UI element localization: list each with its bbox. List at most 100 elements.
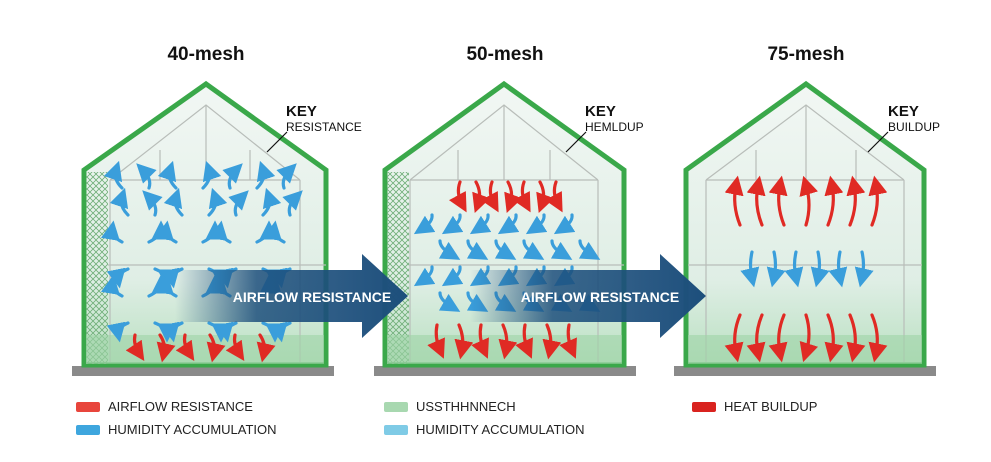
key-value: BUILDUP — [888, 120, 941, 134]
roof-trusses — [409, 104, 624, 362]
humidity-arrow — [103, 160, 124, 190]
heat-arrow — [156, 333, 176, 363]
airflow-arrow-label: AIRFLOW RESISTANCE — [233, 289, 391, 305]
legend-item-ussthhnnech: USSTHHNNECH — [384, 399, 516, 414]
key-value: RESISTANCE — [286, 120, 362, 134]
humidity-arrow — [441, 265, 464, 287]
key-label-panel-2: KEY HEMLDUP — [585, 103, 644, 134]
mesh-side-panel — [86, 172, 108, 364]
humidity-arrow — [413, 265, 436, 287]
humidity-arrow — [413, 213, 436, 235]
humidity-arrow — [163, 187, 184, 217]
heat-arrow — [824, 175, 844, 227]
heat-arrow — [498, 323, 518, 360]
heat-arrow — [125, 333, 145, 361]
heat-arrow — [448, 180, 467, 213]
humidity-arrow — [578, 239, 601, 260]
airflow-arrow-shape — [175, 254, 408, 338]
legend-item-airflow-resistance: AIRFLOW RESISTANCE — [76, 399, 253, 414]
humidity-arrow — [160, 321, 184, 343]
panel-title-75-mesh: 75-mesh — [767, 44, 845, 65]
heat-arrow — [824, 313, 844, 363]
humidity-arrow — [154, 220, 178, 244]
legend-label: HUMIDITY ACCUMULATION — [416, 422, 585, 437]
legend-swatch — [76, 424, 100, 435]
heat-arrow — [542, 323, 562, 360]
humidity-arrow — [228, 190, 249, 217]
legend-item-heat-buildup: HEAT BUILDUP — [692, 399, 817, 414]
humidity-arrow — [106, 321, 130, 343]
humidity-arrow — [469, 213, 492, 235]
humidity-arrow — [522, 239, 545, 260]
humidity-arrow — [262, 220, 286, 244]
heat-arrow — [480, 180, 499, 213]
big-airflow-arrow-1: AIRFLOW RESISTANCE — [175, 254, 408, 338]
heat-arrow — [427, 323, 445, 359]
key-title: KEY — [585, 103, 616, 120]
humidity-arrow — [276, 163, 297, 190]
heat-arrow — [512, 180, 531, 213]
humidity-arrow — [784, 250, 804, 288]
humidity-arrow — [100, 274, 124, 298]
heat-arrow — [868, 175, 888, 227]
key-title: KEY — [888, 103, 919, 120]
humidity-arrow — [214, 321, 238, 343]
humidity-arrow — [766, 250, 786, 288]
humidity-arrow — [157, 160, 178, 190]
heat-arrow — [544, 180, 563, 213]
humidity-arrow — [201, 160, 222, 190]
legend-swatch — [384, 424, 408, 435]
legend-label: HEAT BUILDUP — [724, 399, 818, 414]
heat-arrow — [799, 175, 818, 227]
heat-arrow — [471, 323, 489, 359]
heat-arrow — [504, 180, 523, 214]
heat-arrow — [768, 175, 788, 227]
humidity-arrow — [268, 321, 292, 343]
roof-trusses — [688, 104, 922, 362]
humidity-arrow — [109, 187, 130, 217]
heat-arrow — [256, 333, 276, 363]
humidity-arrow — [100, 220, 124, 244]
humidity-arrow — [208, 220, 232, 244]
heat-arrow — [868, 313, 888, 363]
heat-arrow — [515, 323, 533, 359]
heat-arrow — [175, 333, 195, 361]
legend-swatch — [692, 401, 716, 412]
key-label-panel-3: KEY BUILDUP — [888, 103, 940, 134]
big-airflow-arrow-2: AIRFLOW RESISTANCE — [470, 254, 706, 338]
heat-arrow — [746, 175, 766, 227]
heat-arrow — [472, 180, 491, 214]
heat-arrow — [768, 313, 788, 363]
humidity-arrow — [550, 239, 573, 260]
airflow-arrow-shape — [470, 254, 706, 338]
heat-arrow — [559, 323, 577, 359]
humidity-arrow — [810, 250, 830, 288]
humidity-arrow — [497, 213, 520, 235]
humidity-arrow — [828, 250, 848, 288]
humidity-arrow — [494, 239, 517, 260]
heat-arrow — [846, 313, 866, 363]
heat-arrow — [724, 175, 744, 227]
humidity-arrow — [255, 160, 276, 190]
heat-arrow — [454, 323, 474, 360]
humidity-arrow — [222, 163, 243, 190]
ground-strip — [674, 366, 936, 376]
ground-strip — [374, 366, 636, 376]
legend-label: USSTHHNNECH — [416, 399, 516, 414]
mesh-side-panel — [387, 172, 409, 364]
legend-label: AIRFLOW RESISTANCE — [108, 399, 253, 414]
key-value: HEMLDUP — [585, 120, 644, 134]
heat-arrow — [746, 313, 766, 363]
humidity-arrow — [142, 190, 163, 217]
humidity-arrow — [136, 163, 157, 190]
humidity-arrow — [282, 190, 303, 217]
panel-title-40-mesh: 40-mesh — [167, 44, 245, 65]
heat-arrow — [206, 333, 226, 363]
heat-arrow — [724, 313, 744, 363]
humidity-arrow — [207, 187, 228, 217]
humidity-arrow — [154, 274, 178, 298]
heat-arrow — [536, 180, 555, 214]
humidity-arrow — [553, 213, 576, 235]
legend-swatch — [76, 401, 100, 412]
